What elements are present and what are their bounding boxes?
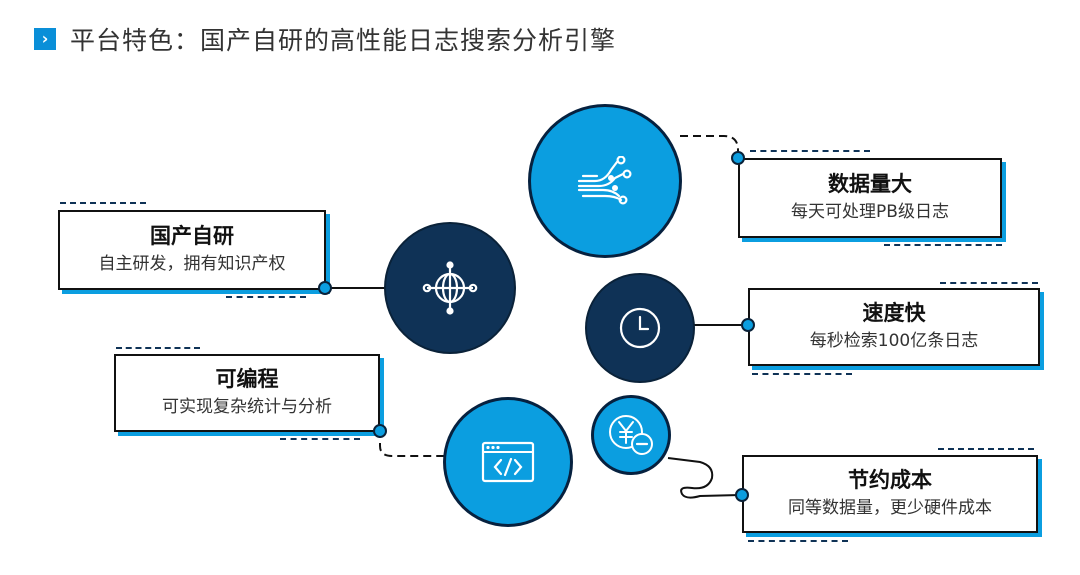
page-title: 平台特色：国产自研的高性能日志搜索分析引擎 (70, 26, 617, 55)
connector-data-volume (680, 135, 739, 160)
feature-desc: 每秒检索100亿条日志 (809, 330, 979, 351)
feature-desc: 每天可处理PB级日志 (791, 201, 949, 222)
feature-card-cost: 节约成本 同等数据量，更少硬件成本 (742, 455, 1038, 533)
connector-dot (318, 281, 332, 295)
code-window-icon (481, 441, 535, 483)
chevron-right-icon: › (34, 28, 56, 50)
feature-card-programmable: 可编程 可实现复杂统计与分析 (114, 354, 380, 432)
feature-title: 节约成本 (848, 468, 932, 493)
decor-dash (940, 282, 1038, 284)
connector-programmable (379, 430, 445, 457)
speed-circle (587, 275, 693, 381)
feature-desc: 同等数据量，更少硬件成本 (788, 497, 992, 518)
decor-dash (226, 296, 306, 298)
connector-dot (735, 488, 749, 502)
connector-cost (667, 457, 741, 499)
feature-card-speed: 速度快 每秒检索100亿条日志 (748, 288, 1040, 366)
connector-dot (731, 151, 745, 165)
data-flow-icon (577, 156, 632, 205)
network-globe-icon (422, 261, 478, 315)
feature-desc: 可实现复杂统计与分析 (162, 396, 332, 417)
feature-desc: 自主研发，拥有知识产权 (98, 253, 286, 274)
decor-dash (280, 438, 360, 440)
feature-card-domestic: 国产自研 自主研发，拥有知识产权 (58, 210, 326, 290)
feature-title: 数据量大 (828, 172, 912, 197)
connector-dot (373, 424, 387, 438)
decor-dash (748, 540, 848, 542)
feature-title: 速度快 (862, 301, 926, 326)
decor-dash (60, 202, 146, 204)
clock-icon (619, 307, 661, 349)
connector-dot (741, 318, 755, 332)
feature-title: 可编程 (215, 367, 279, 392)
yuan-minus-icon (609, 415, 653, 455)
decor-dash (884, 244, 1002, 246)
programmable-circle (446, 400, 570, 524)
decor-dash (938, 448, 1034, 450)
decor-dash (750, 150, 870, 152)
data-volume-circle (531, 107, 679, 255)
domestic-circle (386, 224, 514, 352)
feature-card-data-volume: 数据量大 每天可处理PB级日志 (738, 158, 1002, 238)
cost-circle (594, 398, 668, 472)
decor-dash (752, 373, 852, 375)
decor-dash (116, 347, 200, 349)
feature-title: 国产自研 (150, 224, 234, 249)
page-header: › 平台特色：国产自研的高性能日志搜索分析引擎 (34, 22, 616, 56)
